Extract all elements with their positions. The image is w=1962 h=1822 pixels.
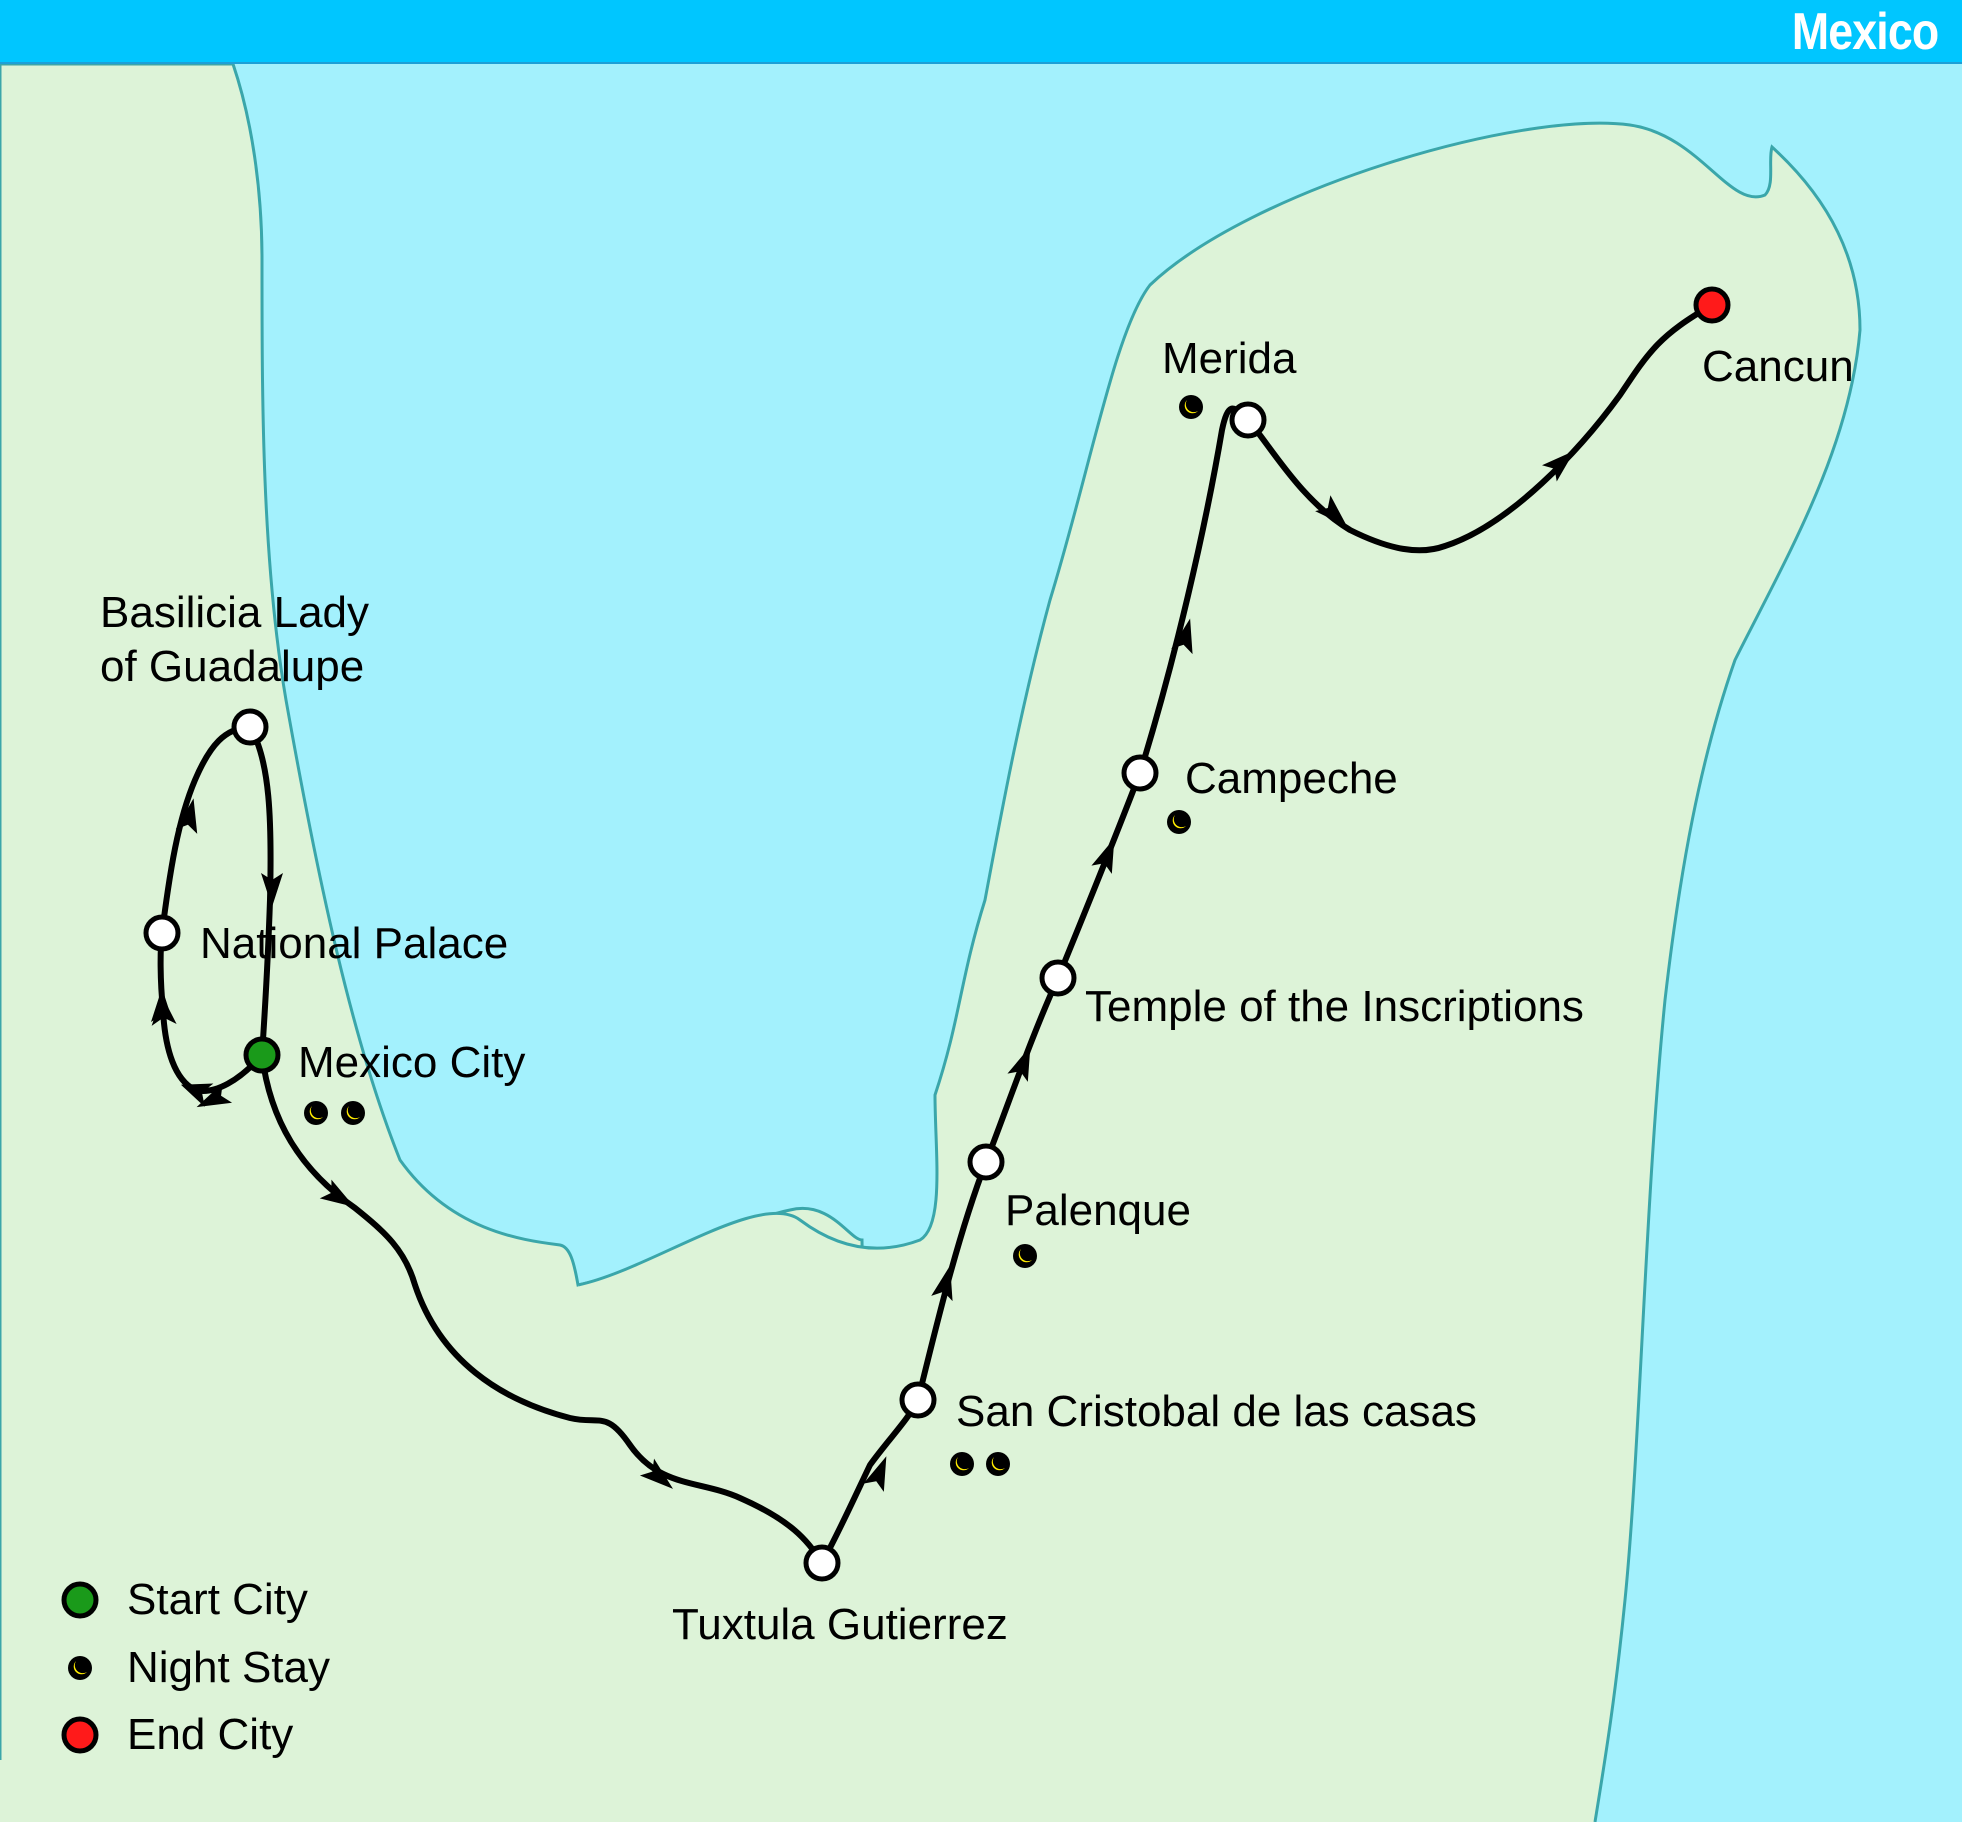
legend-red-dot-icon [61,1716,99,1754]
legend-end-label: End City [127,1710,294,1759]
city-label-san-cristobal[interactable]: San Cristobal de las casas [956,1387,1477,1436]
city-label-tuxtula[interactable]: Tuxtula Gutierrez [672,1600,1008,1649]
route-arrow-12 [1315,495,1348,527]
city-label-palenque[interactable]: Palenque [1005,1186,1191,1235]
stop-marker-san-cristobal[interactable] [899,1381,937,1419]
coastline-yucatan [577,121,1862,1822]
route-leg-tuxtula-to-san-cristobal [819,1397,921,1566]
route-arrow-7 [863,1456,887,1492]
city-label-merida[interactable]: Merida [1162,334,1297,383]
city-label-mexico-city[interactable]: Mexico City [298,1038,526,1087]
moon-icon-mexico-city-2 [341,1101,365,1125]
city-label-basilica[interactable]: Basilicia Lady of Guadalupe [100,586,369,694]
stop-marker-merida[interactable] [1229,401,1267,439]
stop-marker-basilica[interactable] [231,708,269,746]
route-leg-mexico-city-to-national-palace [151,930,265,1107]
stop-marker-national-palace[interactable] [143,914,181,952]
route-arrow-2 [151,988,173,1022]
moon-icon-merida [1179,395,1203,419]
city-label-basilica-line-2: of Guadalupe [100,642,365,691]
moon-icon-campeche [1167,810,1191,834]
map-title: Mexico [1791,3,1939,61]
legend-moon-icon [68,1656,92,1680]
route-leg-temple-to-campeche [1055,770,1143,981]
moon-icon-palenque [1013,1244,1037,1268]
route-arrow-6 [639,1458,674,1489]
route-arrow-1 [196,1082,233,1108]
route-arrow-11 [1171,618,1193,655]
moon-icon-mexico-city-1 [304,1101,328,1125]
city-label-campeche[interactable]: Campeche [1185,754,1398,803]
stop-marker-tuxtula[interactable] [803,1544,841,1582]
legend-start-label: Start City [127,1575,308,1624]
city-label-cancun[interactable]: Cancun [1702,342,1854,391]
stop-marker-cancun[interactable] [1693,286,1731,324]
route-leg-national-palace-to-basilica [159,724,253,936]
stop-marker-palenque[interactable] [967,1143,1005,1181]
legend-green-dot-icon [61,1581,99,1619]
stop-marker-campeche[interactable] [1121,754,1159,792]
route-arrow-10 [1091,838,1115,874]
city-label-national-palace[interactable]: National Palace [200,919,509,968]
route-arrow-3 [175,798,198,834]
route-arrow-5 [319,1179,355,1208]
stop-marker-mexico-city[interactable] [243,1036,281,1074]
moon-icon-san-cristobal-1 [950,1452,974,1476]
route-arrow-9 [1007,1046,1031,1082]
city-label-basilica-line-1: Basilicia Lady [100,588,370,637]
moon-icon-san-cristobal-2 [986,1452,1010,1476]
city-label-temple[interactable]: Temple of the Inscriptions [1085,982,1584,1031]
route-arrow-4 [261,873,283,907]
route-arrow-8 [931,1265,953,1302]
header-bar: Mexico [0,0,1962,64]
route-arrow-13 [1542,450,1575,482]
route-leg-merida-to-cancun [1245,302,1715,554]
legend-night-label: Night Stay [127,1643,330,1692]
stop-marker-temple[interactable] [1039,959,1077,997]
